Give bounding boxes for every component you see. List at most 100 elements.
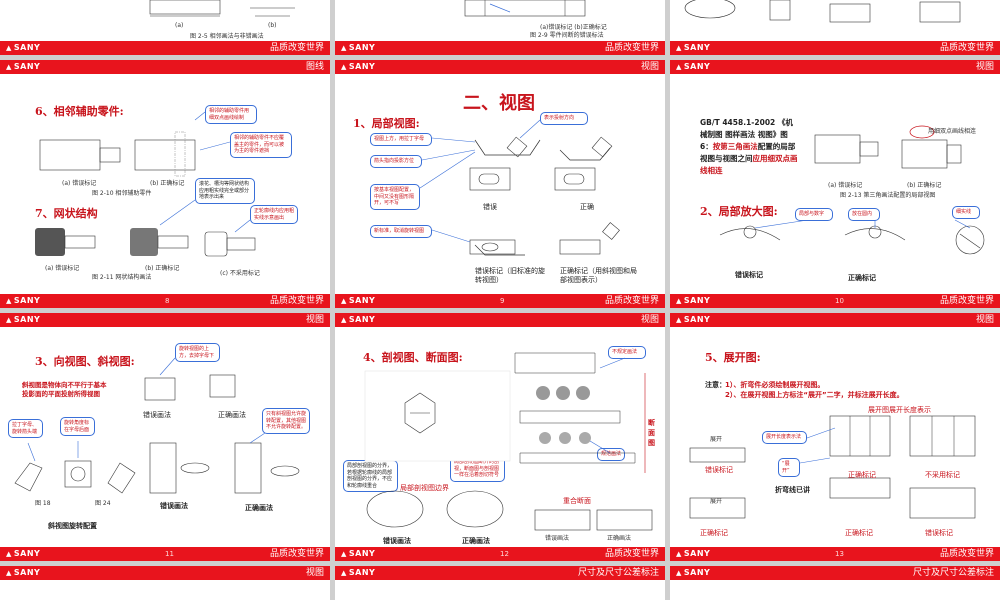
label-correct-new: 正确标记（用斜视图和局部视图表示）: [560, 267, 637, 284]
page-number: 12: [500, 550, 509, 558]
slogan: 品质改变世界: [939, 296, 994, 306]
label-correct-3: 正确标记: [845, 529, 873, 537]
slogan: 品质改变世界: [604, 296, 659, 306]
header-bar: SANY 视图: [670, 60, 1000, 74]
section-view-drawing: [364, 352, 653, 531]
caption-b: (b): [268, 22, 277, 29]
section-title-6: 6、相邻辅助零件:: [35, 105, 124, 118]
label-wrong-2: 错误画法: [160, 502, 188, 510]
footer-bar: SANY 13 品质改变世界: [670, 547, 1000, 561]
header-bar: SANY 尺寸及尺寸公差标注: [670, 566, 1000, 580]
footer-bar: SANY 9 品质改变世界: [335, 294, 665, 308]
slide-partial-2[interactable]: (a)错误标记 (b)正确标记 图 2-9 零件间断的错误标法 SANY 品质改…: [335, 0, 665, 55]
slide-section-view[interactable]: SANY 视图 4、剖视图、断面图: 不规定画法 局部剖视图的分界，若根据轮廓线…: [335, 313, 665, 561]
partial-view-drawing: [419, 119, 620, 256]
dimension-drawing: [149, 0, 295, 17]
line-label: 用细双点画线相连: [928, 128, 977, 135]
slide-section-title: 视图: [640, 62, 659, 72]
config-text: 配置的局部视图与视图之间: [700, 142, 796, 163]
caption-ab: (a)错误标记 (b)正确标记: [540, 24, 607, 31]
third-angle-drawing: [719, 125, 985, 255]
section-title: 3、向视图、斜视图:: [35, 355, 135, 368]
label-correct: 正确画法: [462, 537, 490, 545]
callout-note-2: 放在圆内: [848, 208, 880, 221]
callout-note-1: 局部与数字: [795, 208, 833, 221]
sany-logo: SANY: [676, 41, 710, 55]
slogan: 品质改变世界: [269, 43, 324, 53]
section-title: 5、展开图:: [705, 351, 761, 364]
label-bend-line: 折弯线已讲: [775, 486, 810, 494]
callout-note-3: 细实线: [952, 206, 980, 219]
note-item-2: 2）、在展开视图上方标注“展开”二字，并标注展开长度。: [725, 391, 904, 399]
slide-next-2[interactable]: SANY 尺寸及尺寸公差标注: [335, 566, 665, 600]
label-not-used: 不采用标记: [925, 471, 960, 479]
caption-wrong: (a) 错误标记: [828, 182, 863, 189]
slide-section-title: 尺寸及尺寸公差标注: [577, 568, 659, 578]
sany-logo: SANY: [341, 566, 375, 580]
sany-logo: SANY: [341, 41, 375, 55]
figure-caption-2: 图 2-11 网状结构画法: [92, 274, 152, 281]
footer-bar: SANY 12 品质改变世界: [335, 547, 665, 561]
label-correct: 正确标记: [848, 274, 876, 282]
note-label: 注意：: [705, 381, 726, 389]
slide-lines[interactable]: SANY 图线 6、相邻辅助零件: 相邻的辅助零件用细双点画线绘制 相邻的辅助零…: [0, 60, 330, 308]
label-correct-2: 正确标记: [848, 471, 876, 479]
figure-caption: 图 2-10 相邻辅助零件: [92, 190, 152, 197]
callout-note-1: 视图上方，用拉丁字母: [370, 133, 432, 146]
development-drawing: [689, 415, 976, 519]
sany-logo: SANY: [341, 547, 375, 561]
sany-logo: SANY: [676, 547, 710, 561]
standard-text: GB/T 4458.1-2002 《机械制图 图样画法 视图》图 6：按第三角画…: [700, 117, 800, 177]
caption-correct: (b) 正确标记: [907, 182, 942, 189]
slogan: 品质改变世界: [604, 43, 659, 53]
page-number: 11: [165, 550, 174, 558]
figure-18: 图 18: [35, 500, 51, 507]
section-title: 2、局部放大图:: [700, 205, 778, 218]
technical-drawing: [684, 0, 961, 23]
page-number: 13: [835, 550, 844, 558]
slide-section-title: 图线: [305, 62, 324, 72]
page-number: 8: [165, 297, 170, 305]
oblique-view-drawing: [14, 357, 300, 494]
slide-partial-3[interactable]: SANY 品质改变世界: [670, 0, 1000, 55]
standard-ref: GB/T 4458.1-2002 《机械制图 图样画法 视图》图 6：: [700, 118, 793, 151]
boundary-label: 局部剖视图边界: [400, 484, 449, 492]
oblique-definition: 斜视图是物体向不平行于基本投影面的平面投射所得视图: [22, 381, 107, 398]
header-bar: SANY 视图: [335, 313, 665, 327]
figure-caption: 图 2-13 第三角画法配置的局部视图: [840, 192, 936, 199]
slide-section-title: 视图: [975, 62, 994, 72]
third-angle-text: 按第三角画法: [712, 142, 758, 151]
sany-logo: SANY: [6, 294, 40, 308]
caption-not-used: (c) 不采用标记: [220, 270, 260, 277]
section-title: 4、剖视图、断面图:: [363, 351, 463, 364]
line-text: 应用细双点画线相连: [700, 154, 798, 175]
sany-logo: SANY: [6, 566, 40, 580]
footer-bar: SANY 品质改变世界: [335, 41, 665, 55]
slide-section-title: 视图: [640, 315, 659, 325]
footer-bar: SANY 10 品质改变世界: [670, 294, 1000, 308]
sany-logo: SANY: [676, 60, 710, 74]
figure-24: 图 24: [95, 500, 111, 507]
callout-note-1: 相邻的辅助零件用细双点画线绘制: [205, 105, 257, 124]
slide-next-1[interactable]: SANY 视图: [0, 566, 330, 600]
caption-wrong-2: (a) 错误标记: [45, 265, 80, 272]
label-correct: 正确: [580, 203, 594, 211]
slide-development-view[interactable]: SANY 视图 5、展开图: 注意： 1）、折弯件必须绘制展开视图。 2）、在展…: [670, 313, 1000, 561]
callout-note-1: 展开长度表示法: [762, 431, 807, 444]
dimension-drawing: [464, 0, 586, 17]
callout-note-2: 表示投射方向: [540, 112, 588, 125]
slide-partial-1[interactable]: (a) (b) 图 2-5 相邻画法与非错画法 SANY 品质改变世界: [0, 0, 330, 55]
sany-logo: SANY: [6, 41, 40, 55]
slide-next-3[interactable]: SANY 尺寸及尺寸公差标注: [670, 566, 1000, 600]
sany-logo: SANY: [6, 547, 40, 561]
header-bar: SANY 视图: [670, 313, 1000, 327]
slide-partial-view[interactable]: SANY 视图 二、视图 1、局部视图: 视图上方，用拉丁字母 表示投射方向 箭…: [335, 60, 665, 308]
label-wrong: 错误画法: [143, 411, 171, 419]
slide-detail-view[interactable]: SANY 视图 GB/T 4458.1-2002 《机械制图 图样画法 视图》图…: [670, 60, 1000, 308]
caption-wrong: (a) 错误标记: [62, 180, 97, 187]
figure-caption: 图 2-9 零件间断的错误标法: [530, 32, 604, 39]
slide-oblique-view[interactable]: SANY 视图 3、向视图、斜视图: 旋转视图的上方，去掉字母下 斜视图是物体向…: [0, 313, 330, 561]
callout-note-2: “展开”: [778, 458, 800, 477]
label-wrong-2: 错误标记: [925, 529, 953, 537]
label-wrong-2: 错误画法: [545, 535, 570, 542]
